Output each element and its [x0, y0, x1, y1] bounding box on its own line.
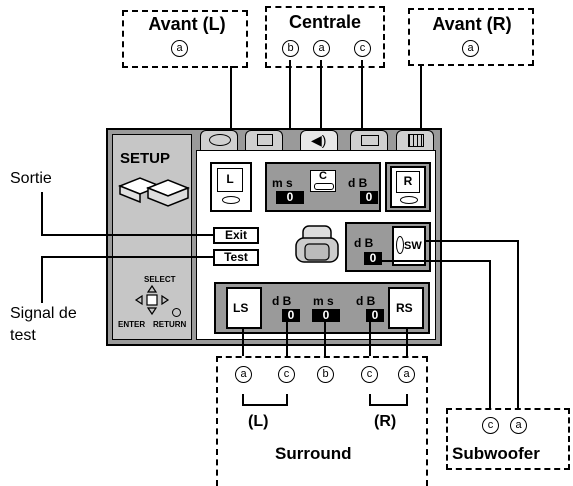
connector-sw-c-h [380, 260, 490, 262]
center-title: Centrale [288, 12, 362, 32]
subwoofer-db-value[interactable]: 0 [364, 252, 382, 265]
connector-center-db [361, 60, 363, 180]
connector-rs-a [406, 329, 408, 367]
nav-enter-label: ENTER [118, 320, 146, 329]
nav-select-label: SELECT [144, 275, 176, 284]
surround-left-db-unit: d B [272, 294, 292, 308]
connector-front-right [420, 64, 422, 168]
subwoofer-cone-icon [396, 236, 404, 254]
surround-title: Surround [275, 444, 352, 463]
test-button[interactable]: Test [213, 249, 259, 266]
marker-a-surround-left: a [235, 366, 252, 383]
surround-left-speaker-label: LS [233, 301, 249, 315]
connector-rs-c [369, 319, 371, 367]
marker-c-subwoofer: c [482, 417, 499, 434]
exit-button[interactable]: Exit [213, 227, 259, 244]
subwoofer-title: Subwoofer [452, 444, 540, 463]
center-speaker-label: C [319, 170, 327, 182]
listener-seat-icon [295, 225, 339, 263]
connector-sw-c-v [489, 260, 491, 418]
grid-icon [408, 134, 424, 147]
bracket-right-v1 [369, 394, 371, 406]
tab-settings[interactable] [396, 130, 434, 150]
disc-icon [209, 134, 231, 146]
surround-left-speaker[interactable] [226, 287, 262, 329]
surround-right-speaker[interactable] [388, 287, 424, 329]
front-left-title: Avant (L) [148, 14, 226, 34]
marker-b-center-ms: b [282, 40, 299, 57]
front-left-callout [122, 10, 248, 68]
surround-right-group-label: (R) [374, 413, 397, 430]
front-right-speaker-icon: R [396, 171, 420, 193]
bracket-left-v1 [242, 394, 244, 406]
center-speaker-cones [314, 183, 334, 190]
subwoofer-speaker-label: SW [404, 240, 422, 252]
center-ms-unit: m s [272, 176, 293, 190]
marker-c-center-db: c [354, 40, 371, 57]
connector-sw-a-v [517, 240, 519, 418]
test-signal-label-line2: test [10, 327, 36, 344]
center-callout [265, 6, 385, 68]
tab-video[interactable] [350, 130, 388, 150]
bracket-left-v2 [286, 394, 288, 406]
center-db-value[interactable]: 0 [360, 191, 378, 204]
marker-c-surround-right: c [361, 366, 378, 383]
marker-a-surround-right: a [398, 366, 415, 383]
bracket-right-v2 [406, 394, 408, 406]
subwoofer-db-unit: d B [354, 236, 374, 250]
connector-center [320, 60, 322, 180]
camera-icon [361, 135, 379, 146]
front-left-speaker-cone [222, 196, 240, 204]
return-button-icon[interactable] [172, 308, 181, 317]
bracket-left-h [242, 404, 288, 406]
nav-return-label: RETURN [153, 320, 187, 329]
sortie-label: Sortie [10, 170, 52, 187]
setup-sidebar [112, 134, 192, 340]
tab-display[interactable] [245, 130, 283, 150]
connector-ls-a [242, 329, 244, 367]
surround-ms-unit: m s [313, 294, 334, 308]
marker-b-surround: b [317, 366, 334, 383]
marker-c-surround-left: c [278, 366, 295, 383]
surround-ms-value[interactable]: 0 [312, 309, 340, 322]
front-right-title: Avant (R) [432, 14, 512, 34]
speaker-icon: ◀) [311, 132, 327, 148]
display-icon [257, 134, 273, 146]
connector-surround-ms [324, 319, 326, 367]
connector-sw-a-h [426, 240, 518, 242]
tab-audio[interactable]: ◀) [300, 130, 338, 150]
connector-sortie-h [41, 234, 215, 236]
center-db-unit: d B [348, 176, 368, 190]
center-ms-value[interactable]: 0 [276, 191, 304, 204]
front-right-callout [408, 8, 534, 66]
marker-a-front-left: a [171, 40, 188, 57]
front-left-speaker-icon: L [217, 168, 243, 192]
connector-front-left [230, 66, 232, 168]
tab-disc[interactable] [200, 130, 238, 150]
connector-ls-c [286, 319, 288, 367]
bracket-right-h [369, 404, 408, 406]
surround-right-db-unit: d B [356, 294, 376, 308]
setup-title: SETUP [120, 150, 171, 167]
surround-left-db-value[interactable]: 0 [282, 309, 300, 322]
marker-a-front-right: a [462, 40, 479, 57]
connector-sortie-v [41, 192, 43, 236]
connector-center-ms [289, 60, 291, 180]
subwoofer-callout [446, 408, 570, 470]
surround-right-speaker-label: RS [396, 301, 413, 315]
center-speaker[interactable]: C [310, 170, 336, 192]
marker-a-subwoofer: a [510, 417, 527, 434]
marker-a-center: a [313, 40, 330, 57]
test-signal-label-line1: Signal de [10, 305, 77, 322]
dpad-icon[interactable] [130, 284, 174, 318]
surround-right-db-value[interactable]: 0 [366, 309, 384, 322]
connector-test-v [41, 257, 43, 303]
front-right-speaker-cone [400, 196, 418, 204]
surround-left-group-label: (L) [248, 413, 269, 430]
connector-test-h [41, 256, 215, 258]
player-icon [117, 177, 190, 207]
